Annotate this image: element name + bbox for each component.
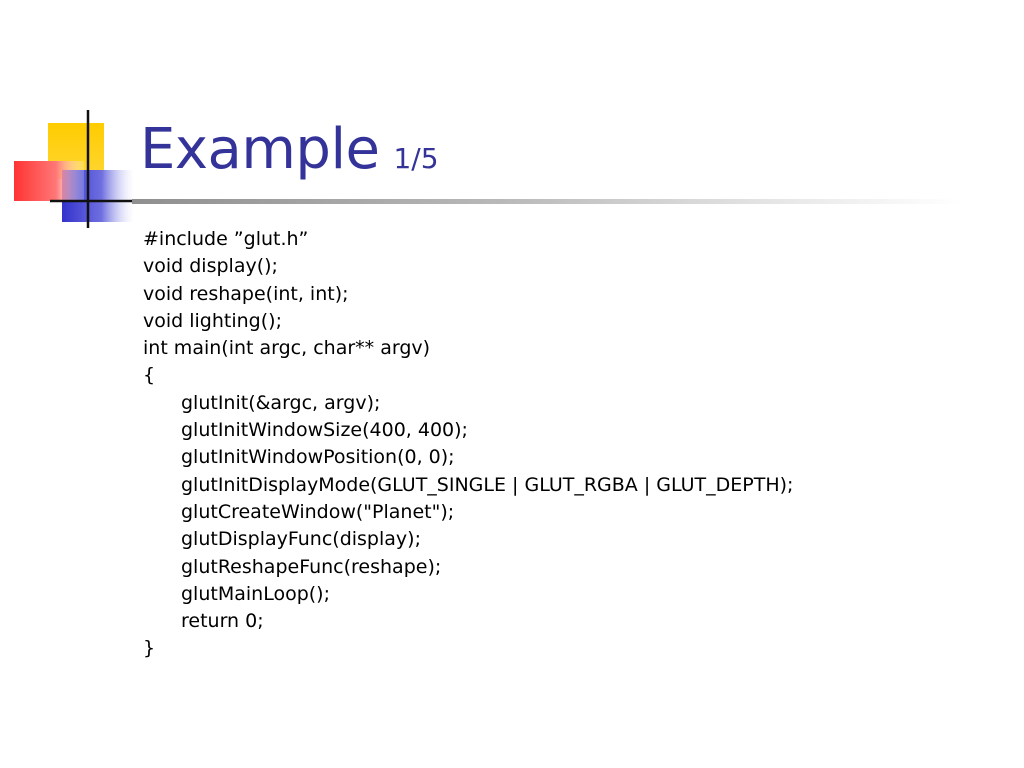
code-line: glutInit(&argc, argv);: [181, 391, 381, 414]
code-block: #include ”glut.h” void display(); void res…: [143, 226, 793, 663]
code-line: glutInitWindowPosition(0, 0);: [181, 446, 455, 469]
code-line: glutDisplayFunc(display);: [181, 528, 421, 551]
code-line: int main(int argc, char** argv): [143, 337, 431, 360]
code-line: return 0;: [181, 610, 264, 633]
code-line: }: [143, 637, 156, 660]
logo-red-square: [14, 161, 84, 201]
title-divider: [132, 199, 962, 204]
code-line: void display();: [143, 255, 278, 278]
code-line: {: [143, 364, 156, 387]
slide-logo-graphic: [14, 110, 140, 228]
code-line: glutCreateWindow("Planet");: [181, 500, 455, 523]
code-line: void reshape(int, int);: [143, 282, 349, 305]
code-line: glutInitWindowSize(400, 400);: [181, 419, 468, 442]
code-line: glutReshapeFunc(reshape);: [181, 555, 442, 578]
slide-title-area: Example 1/5: [140, 110, 439, 190]
code-line: #include ”glut.h”: [143, 228, 309, 250]
slide-page-number: 1/5: [393, 142, 439, 175]
slide-title: Example: [140, 117, 380, 182]
code-line: glutInitDisplayMode(GLUT_SINGLE | GLUT_R…: [181, 473, 794, 496]
code-line: glutMainLoop();: [181, 582, 330, 605]
code-line: void lighting();: [143, 309, 282, 332]
